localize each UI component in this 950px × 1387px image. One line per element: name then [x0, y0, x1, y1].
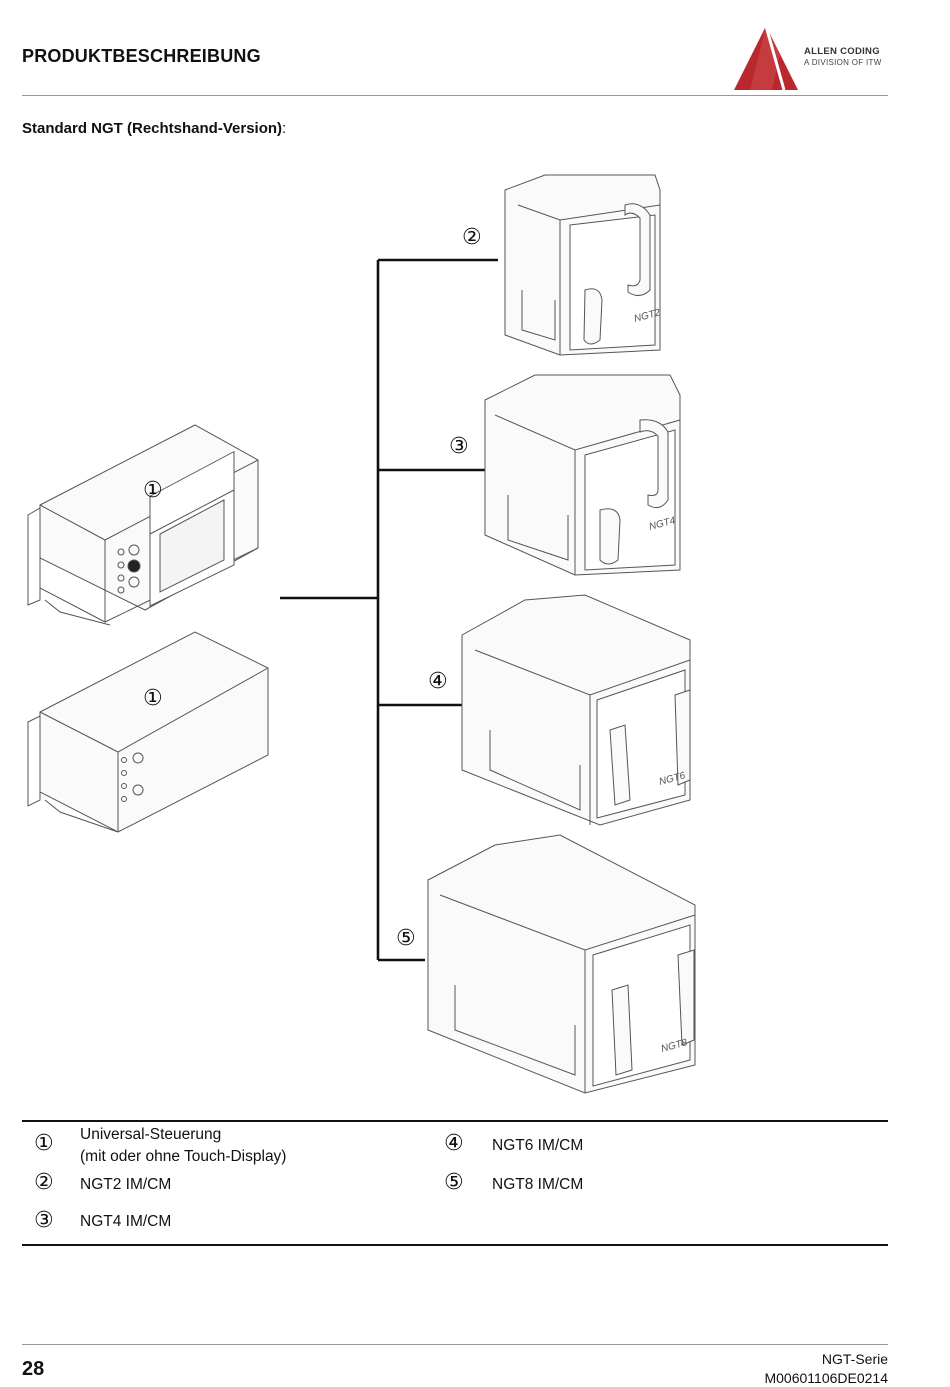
legend-item-4: NGT6 IM/CM — [492, 1137, 584, 1154]
legend-table: ① Universal-Steuerung (mit oder ohne Tou… — [22, 1120, 888, 1246]
marker-controller-display: ① — [143, 478, 163, 503]
footer-doc-id: M00601106DE0214 — [764, 1370, 888, 1386]
marker-controller-no-display: ① — [143, 686, 163, 711]
marker-ngt8: ⑤ — [396, 926, 416, 951]
legend-item-1-line1: Universal-Steuerung — [80, 1126, 222, 1143]
legend-item-5: NGT8 IM/CM — [492, 1176, 584, 1193]
ngt8-drawing: NGT8 — [427, 834, 696, 1094]
controller-without-display-drawing — [27, 631, 269, 833]
marker-ngt6: ④ — [428, 669, 448, 694]
logo-line2: A DIVISION OF ITW — [804, 58, 882, 67]
controller-with-display-drawing — [27, 424, 259, 626]
marker-ngt2: ② — [462, 225, 482, 250]
page-number: 28 — [22, 1358, 45, 1380]
footer-series: NGT-Serie — [821, 1351, 888, 1367]
legend-item-1-line2: (mit oder ohne Touch-Display) — [80, 1148, 287, 1165]
logo-triangle-icon — [734, 25, 798, 91]
connection-lines — [280, 258, 498, 962]
ngt6-drawing: NGT6 — [461, 594, 691, 826]
footer-divider — [22, 1344, 888, 1345]
subtitle-suffix: : — [282, 120, 287, 137]
subtitle-bold: Standard NGT (Rechtshand-Version) — [22, 120, 283, 137]
legend-marker-5: ⑤ — [444, 1170, 464, 1195]
header-divider — [22, 95, 888, 96]
legend-marker-4: ④ — [444, 1131, 464, 1156]
section-subtitle: Standard NGT (Rechtshand-Version): — [22, 120, 286, 137]
legend-marker-2: ② — [34, 1170, 54, 1195]
ngt2-drawing: NGT2 — [504, 174, 662, 356]
legend-item-2: NGT2 IM/CM — [80, 1176, 172, 1193]
page-title: PRODUKTBESCHREIBUNG — [22, 46, 261, 66]
legend-marker-1: ① — [34, 1131, 54, 1156]
ngt4-drawing: NGT4 — [484, 374, 681, 576]
product-overview-figure: NGT2 NGT4 NGT6 — [27, 174, 696, 1094]
legend-item-3: NGT4 IM/CM — [80, 1213, 172, 1230]
allen-coding-logo: ALLEN CODING A DIVISION OF ITW — [732, 24, 892, 92]
marker-ngt4: ③ — [449, 434, 469, 459]
logo-line1: ALLEN CODING — [804, 46, 880, 57]
legend-marker-3: ③ — [34, 1208, 54, 1233]
